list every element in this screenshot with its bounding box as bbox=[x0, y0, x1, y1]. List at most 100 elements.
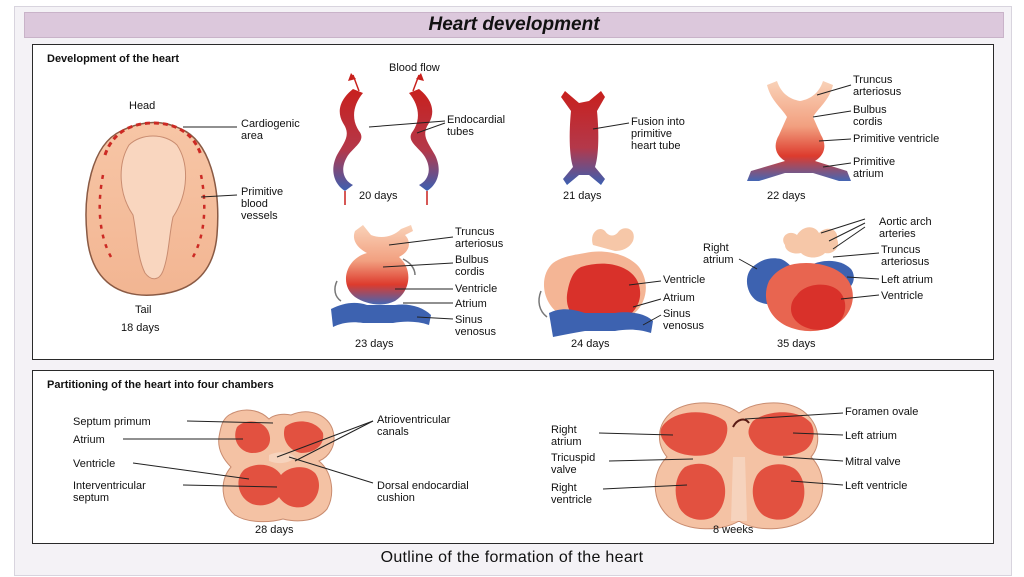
tricuspid-leader bbox=[608, 458, 694, 462]
loop-arrow-right-23 bbox=[402, 258, 416, 276]
endocardial-label-1: Endocardial bbox=[447, 114, 505, 126]
development-diagram: Head Tail 18 days Cardiogenic area Primi… bbox=[85, 62, 939, 350]
atrium-label-23: Atrium bbox=[455, 298, 487, 310]
left-flow-arrowhead bbox=[348, 73, 356, 81]
endocardial-leader-2 bbox=[416, 122, 446, 134]
page-title: Heart development bbox=[428, 14, 600, 35]
right-atrium-8w bbox=[660, 412, 728, 456]
septum-primum-leader bbox=[186, 420, 274, 424]
aortic-label-2: arteries bbox=[879, 228, 916, 240]
right-endocardial-tube bbox=[409, 89, 439, 191]
left-atrium-label-35: Left atrium bbox=[881, 274, 933, 286]
atrium-label-24: Atrium bbox=[663, 292, 695, 304]
stage-35-days: 35 days bbox=[777, 338, 816, 350]
truncus-label-35-1: Truncus bbox=[881, 244, 921, 256]
sinus-leader-23 bbox=[416, 316, 454, 320]
cushion-label-2: cushion bbox=[377, 492, 415, 504]
figure-caption: Outline of the formation of the heart bbox=[380, 549, 644, 566]
sinus-venosus-23 bbox=[331, 302, 431, 327]
heart-8-weeks: Right atrium Tricuspid valve Right ventr… bbox=[551, 402, 918, 536]
septum-8w bbox=[731, 457, 747, 521]
foramen-ovale-8w bbox=[732, 418, 750, 428]
left-atrium-label-8w: Left atrium bbox=[845, 430, 897, 442]
left-atrium-leader-35 bbox=[846, 276, 880, 280]
loop-arrow-left-23 bbox=[334, 280, 342, 302]
stage-23-days: 23 days bbox=[355, 338, 394, 350]
ventricle-leader-35 bbox=[840, 294, 880, 300]
cardiogenic-area bbox=[103, 121, 203, 156]
interventricular-label-1: Interventricular bbox=[73, 480, 146, 492]
ventricle-leader-22 bbox=[818, 138, 852, 142]
truncus-leader-22 bbox=[816, 84, 852, 96]
fusion-label-3: heart tube bbox=[631, 140, 681, 152]
foramen-ovale-label: Foramen ovale bbox=[845, 406, 918, 418]
cardiogenic-label-1: Cardiogenic bbox=[241, 118, 300, 130]
atrium-label-28: Atrium bbox=[73, 434, 105, 446]
tube-21-days: Fusion into primitive heart tube 21 days bbox=[561, 91, 685, 202]
tubes-20-days: Blood flow Endocardial tubes 20 days bbox=[333, 62, 505, 205]
endocardial-leader-1 bbox=[368, 120, 446, 128]
atrium-label-22-1: Primitive bbox=[853, 156, 895, 168]
partitioning-panel: Partitioning of the heart into four cham… bbox=[32, 370, 994, 544]
sinus-venosus-24 bbox=[549, 309, 653, 337]
stage-20-days: 20 days bbox=[359, 190, 398, 202]
interventricular-leader bbox=[182, 484, 278, 488]
ventricle-label-28: Ventricle bbox=[73, 458, 115, 470]
av-canals-label-1: Atrioventricular bbox=[377, 414, 451, 426]
ventricle-24 bbox=[566, 263, 641, 326]
left-endocardial-tube bbox=[333, 89, 363, 191]
partitioning-diagram: Septum primum Atrium Ventricle Intervent… bbox=[73, 402, 918, 536]
ventricle-label-24: Ventricle bbox=[663, 274, 705, 286]
development-panel-heading: Development of the heart bbox=[47, 53, 180, 65]
truncus-label-35-2: arteriosus bbox=[881, 256, 930, 268]
heart-loop-23 bbox=[345, 225, 413, 305]
right-ventricle-label-8w-2: ventricle bbox=[551, 494, 592, 506]
foramen-leader bbox=[744, 412, 844, 420]
aortic-leader-2 bbox=[828, 222, 866, 242]
heart-24-days: Ventricle Atrium Sinus venosus 24 days bbox=[538, 228, 705, 350]
stage-18-days: 18 days bbox=[121, 322, 160, 334]
right-ventricle-leader-8w bbox=[602, 484, 688, 490]
ventricle-label-23: Ventricle bbox=[455, 283, 497, 295]
stage-21-days: 21 days bbox=[563, 190, 602, 202]
sinus-label-23-1: Sinus bbox=[455, 314, 483, 326]
right-atrium-leader-35 bbox=[738, 258, 758, 270]
truncus-label-23-1: Truncus bbox=[455, 226, 495, 238]
heart-28-days: Septum primum Atrium Ventricle Intervent… bbox=[73, 409, 469, 536]
title-bar: Heart development bbox=[24, 12, 1004, 38]
heart-23-days: Truncus arteriosus Bulbus cordis Ventric… bbox=[331, 225, 504, 350]
endocardial-label-2: tubes bbox=[447, 126, 474, 138]
fusion-label-2: primitive bbox=[631, 128, 672, 140]
left-ventricle-8w bbox=[752, 464, 805, 520]
septum-primum-label: Septum primum bbox=[73, 416, 151, 428]
bulbus-label-23-2: cordis bbox=[455, 266, 485, 278]
bulbus-leader-22 bbox=[812, 110, 852, 118]
right-ventricle-8w bbox=[675, 463, 726, 520]
sinus-leader-24 bbox=[642, 314, 662, 326]
av-canal-leader-2 bbox=[294, 420, 374, 462]
neural-plate bbox=[120, 135, 187, 280]
vessels-label-1: Primitive bbox=[241, 186, 283, 198]
bulbus-label-23-1: Bulbus bbox=[455, 254, 489, 266]
atrium-right-28 bbox=[283, 421, 324, 453]
truncus-label-23-2: arteriosus bbox=[455, 238, 504, 250]
right-atrium-label-2: atrium bbox=[703, 254, 734, 266]
stage-24-days: 24 days bbox=[571, 338, 610, 350]
mitral-valve-label: Mitral valve bbox=[845, 456, 901, 468]
right-atrium-label-8w-2: atrium bbox=[551, 436, 582, 448]
tail-label: Tail bbox=[135, 304, 152, 316]
right-flow-arrowhead bbox=[416, 73, 424, 81]
heart-tube-22 bbox=[747, 81, 851, 181]
aortic-leader-1 bbox=[820, 218, 866, 234]
bulbus-label-22-1: Bulbus bbox=[853, 104, 887, 116]
bulbus-leader-23 bbox=[382, 262, 454, 268]
left-atrium-leader-8w bbox=[792, 432, 844, 436]
cushion-leader bbox=[288, 456, 374, 484]
ventricle-28 bbox=[238, 464, 319, 508]
right-atrium-leader-8w bbox=[598, 432, 674, 436]
tricuspid-label-2: valve bbox=[551, 464, 577, 476]
ventricle-35 bbox=[791, 284, 846, 330]
ventricle-label-35: Ventricle bbox=[881, 290, 923, 302]
bulbus-label-22-2: cordis bbox=[853, 116, 883, 128]
